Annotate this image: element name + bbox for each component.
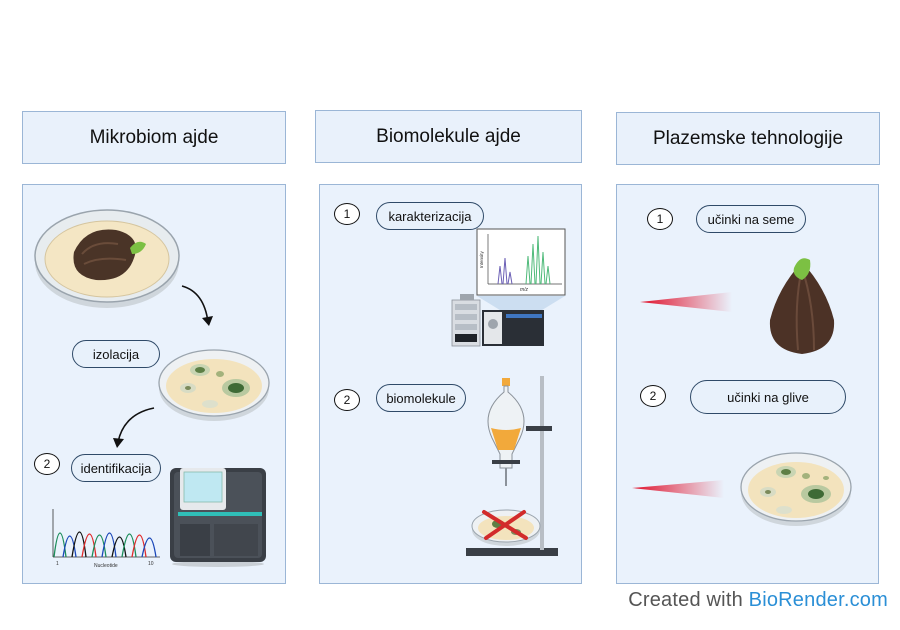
plasma-beam-icon <box>640 292 732 312</box>
step-fungi-effects-pill: učinki na glive <box>690 380 846 414</box>
petri-dish-fungi-icon <box>740 452 852 526</box>
chromatogram-x-label: Nucleotide <box>94 563 118 569</box>
zoom-cone-icon <box>477 296 565 315</box>
step-biomolekule-pill: biomolekule <box>376 384 466 412</box>
title-microbiome-text: Mikrobiom ajde <box>89 126 219 148</box>
step-number-badge: 2 <box>640 385 666 407</box>
title-microbiome: Mikrobiom ajde <box>22 111 286 164</box>
title-biomolecules: Biomolekule ajde <box>315 110 582 163</box>
step-seed-effects-pill: učinki na seme <box>696 205 806 233</box>
sequencer-icon <box>170 468 266 567</box>
arrow-icon <box>113 407 155 448</box>
step-karakterizacija-pill: karakterizacija <box>376 202 484 230</box>
step-identifikacija-pill: identifikacija <box>71 454 161 482</box>
step-number-badge: 1 <box>647 208 673 230</box>
credit-text: Created with BioRender.com <box>628 589 888 612</box>
title-plasma-text: Plazemske tehnologije <box>652 127 844 149</box>
credit-brand: BioRender.com <box>748 589 888 611</box>
mass-spectrometer-icon <box>451 294 544 347</box>
step-izolacija-pill: izolacija <box>72 340 160 368</box>
step-number-badge: 1 <box>334 203 360 225</box>
separatory-funnel-icon <box>466 376 558 556</box>
mass-spectrum-x-label: m/z <box>520 287 529 293</box>
credit-prefix: Created with <box>628 589 749 611</box>
mass-spectrum-y-label: Intensity <box>479 250 484 268</box>
plasma-beam-icon <box>632 480 724 498</box>
chromatogram-chart: 1 Nucleotide 10 <box>52 509 160 569</box>
step-number-badge: 2 <box>34 453 60 475</box>
petri-dish-seed-icon <box>34 209 180 308</box>
petri-dish-fungi-icon <box>158 349 270 421</box>
arrow-icon <box>181 285 213 326</box>
step-number-badge: 2 <box>334 389 360 411</box>
title-plasma: Plazemske tehnologije <box>616 112 880 165</box>
buckwheat-seed-icon <box>769 258 835 354</box>
chromatogram-x-start: 1 <box>56 561 59 567</box>
mass-spectrum-chart: Intensity m/z <box>476 228 566 296</box>
chromatogram-x-end: 10 <box>148 561 154 567</box>
title-biomolecules-text: Biomolekule ajde <box>376 125 521 147</box>
